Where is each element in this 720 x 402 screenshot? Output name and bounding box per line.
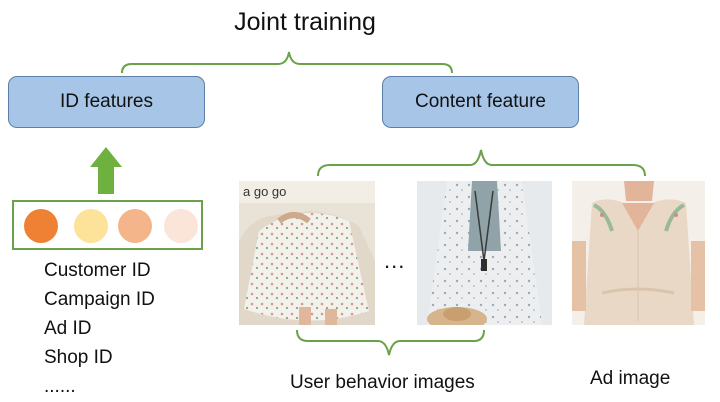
- id-list-item: Customer ID: [44, 260, 151, 281]
- id-features-label: ID features: [60, 91, 153, 112]
- photo-watermark: a go go: [243, 184, 286, 199]
- id-circle-4: [164, 209, 198, 243]
- more-images-ellipsis: ...: [384, 248, 406, 273]
- diagram-title: Joint training: [234, 8, 376, 36]
- id-features-box: ID features: [8, 76, 205, 128]
- ad-image-caption: Ad image: [590, 368, 671, 389]
- content-feature-box: Content feature: [382, 76, 579, 128]
- id-circle-3: [118, 209, 152, 243]
- content-brace: [317, 149, 646, 177]
- id-circle-2: [74, 209, 108, 243]
- id-list-item: Ad ID: [44, 318, 92, 339]
- behavior-brace: [296, 329, 485, 356]
- id-list-item: Shop ID: [44, 347, 113, 368]
- id-embedding-box: [12, 200, 203, 250]
- up-arrow-icon: [90, 147, 122, 167]
- id-list: Customer ID Campaign ID Ad ID Shop ID ..…: [44, 256, 155, 401]
- behavior-image-2: [417, 181, 552, 325]
- behavior-image-1: a go go: [239, 181, 375, 325]
- up-arrow-shaft: [98, 166, 114, 194]
- behavior-images-caption: User behavior images: [290, 372, 475, 393]
- content-feature-label: Content feature: [415, 91, 546, 112]
- id-circle-1: [24, 209, 58, 243]
- id-list-item: ......: [44, 376, 76, 397]
- id-list-item: Campaign ID: [44, 289, 155, 310]
- joint-training-brace: [121, 51, 453, 74]
- ad-image: [572, 181, 705, 325]
